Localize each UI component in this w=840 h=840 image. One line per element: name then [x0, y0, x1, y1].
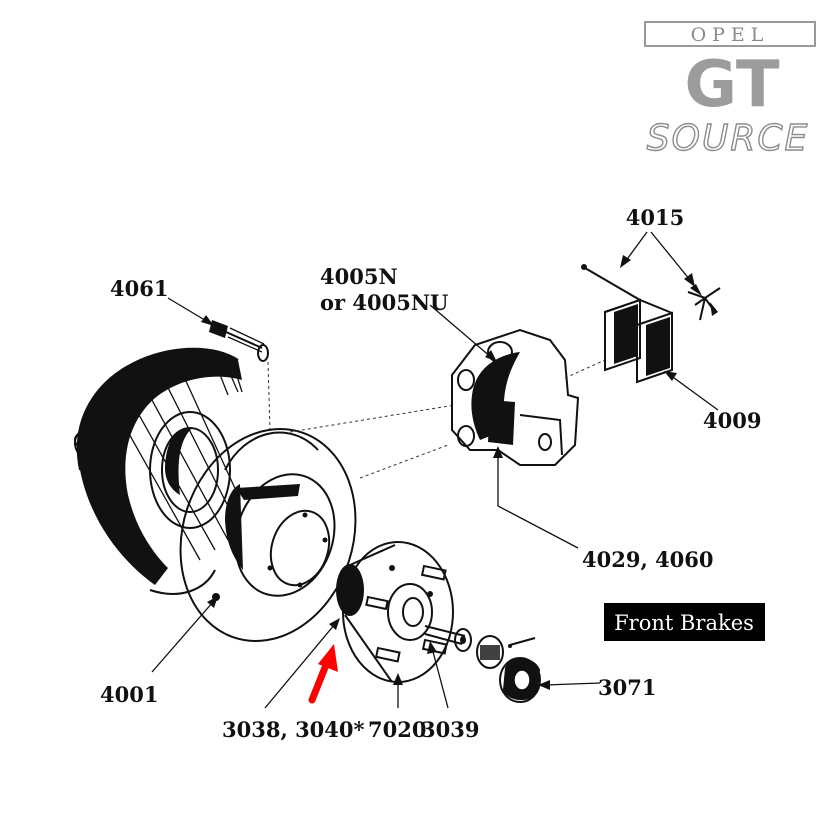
cotter-pin: [508, 637, 536, 648]
label-3039: 3039: [421, 717, 479, 742]
logo-brand: OPEL: [691, 24, 770, 46]
highlight-arrow: [308, 644, 338, 704]
dust-shield: [74, 347, 243, 595]
bolt-4061: [209, 320, 269, 362]
label-4001: 4001: [100, 682, 158, 707]
badge-background: [604, 603, 765, 641]
brake-rotor: [179, 427, 357, 643]
washer-3039: [454, 628, 472, 652]
label-3038-3040: 3038, 3040*: [222, 717, 365, 742]
label-4061: 4061: [110, 276, 168, 301]
label-4009: 4009: [703, 408, 761, 433]
brake-caliper: [451, 328, 580, 466]
label-4005nu: or 4005NU: [320, 290, 448, 315]
logo-model: GT: [684, 48, 779, 122]
label-7020: 7020: [368, 717, 426, 742]
leader-lines: [151, 231, 719, 709]
anti-rattle-spring: [687, 284, 721, 321]
wheel-hub: [336, 541, 466, 683]
badge-text: Front Brakes: [614, 611, 754, 635]
label-4005n: 4005N: [320, 264, 398, 289]
front-brakes-badge: Front Brakes: [604, 603, 765, 641]
grease-cap-3071: [499, 657, 541, 703]
opel-gt-source-logo: OPEL GT SOURCE: [644, 21, 816, 160]
retaining-pin: [581, 264, 641, 301]
label-3071: 3071: [598, 675, 656, 700]
castle-nut: [476, 635, 504, 669]
label-4029-4060: 4029, 4060: [582, 547, 714, 572]
label-4015: 4015: [626, 205, 684, 230]
opel-wordmark-frame: [644, 21, 816, 47]
logo-source: SOURCE: [647, 118, 809, 159]
brake-pads: [604, 298, 673, 384]
wheel-studs: [365, 564, 448, 663]
